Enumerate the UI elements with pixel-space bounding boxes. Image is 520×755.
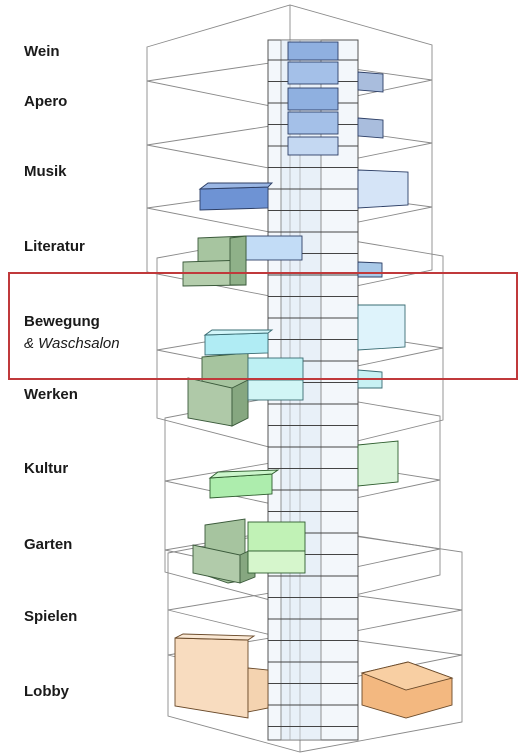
floor-label-apero: Apero (24, 93, 68, 110)
floor-label-lobby: Lobby (24, 683, 69, 700)
floor-label-bewegung: Bewegung (24, 313, 100, 330)
green-volumes (208, 440, 399, 574)
floor-sublabel-waschsalon: & Waschsalon (24, 335, 120, 352)
highlight-frame-bewegung (8, 272, 518, 380)
floor-label-garten: Garten (24, 536, 73, 553)
floor-label-werken: Werken (24, 386, 78, 403)
floor-label-spielen: Spielen (24, 608, 78, 625)
sage-volumes (182, 235, 256, 584)
floor-label-literatur: Literatur (24, 238, 85, 255)
floor-label-musik: Musik (24, 163, 67, 180)
blue-volumes (198, 41, 409, 278)
floor-label-wein: Wein (24, 43, 60, 60)
floor-label-kultur: Kultur (24, 460, 69, 477)
lobby-volumes (174, 633, 454, 719)
